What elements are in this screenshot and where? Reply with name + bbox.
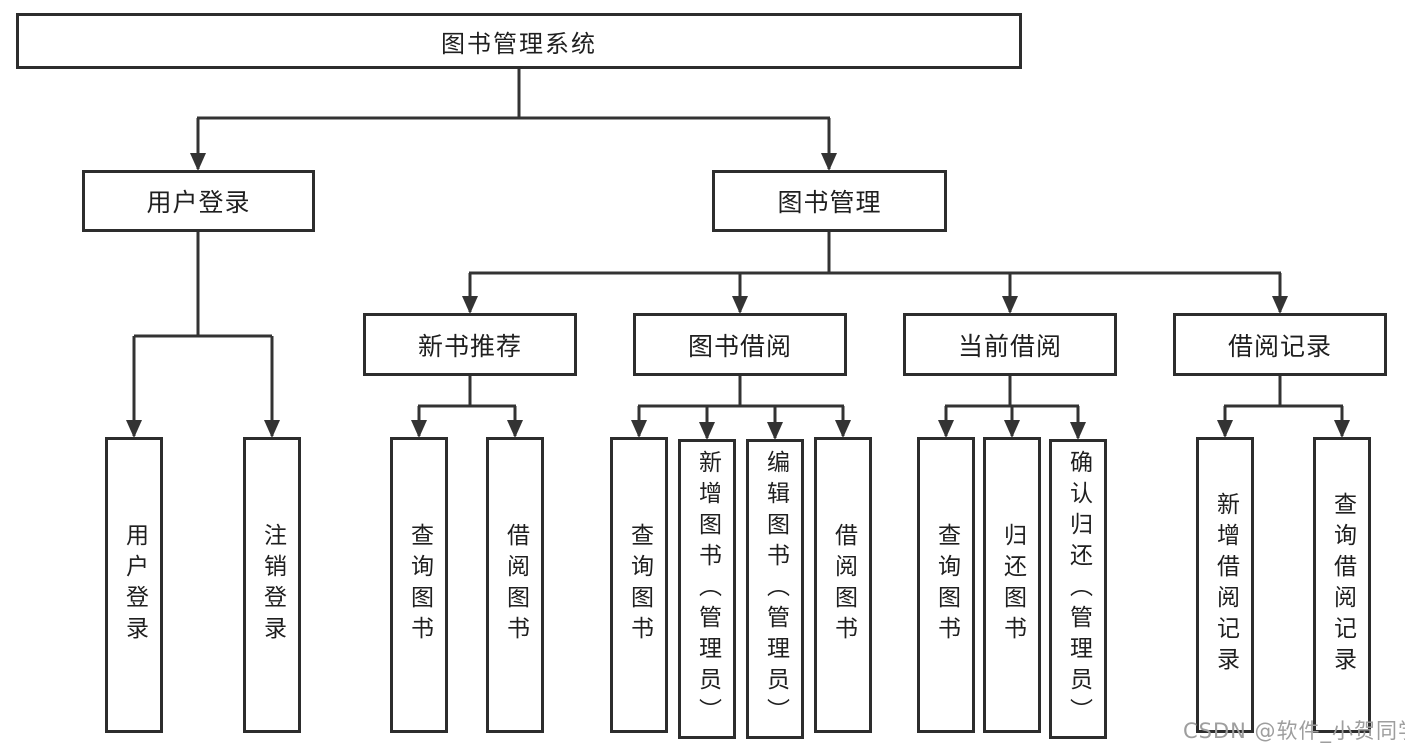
leaf-add-borrow-record: 新增借阅记录 (1196, 437, 1254, 733)
node-book-management: 图书管理 (712, 170, 947, 232)
leaf-query-books-current: 查询图书 (917, 437, 975, 733)
node-new-book-recommend: 新书推荐 (363, 313, 577, 376)
leaf-confirm-return-admin: 确认归还（管理员） (1049, 439, 1107, 739)
leaf-user-login: 用户登录 (105, 437, 163, 733)
leaf-logout: 注销登录 (243, 437, 301, 733)
leaf-query-books-borrow: 查询图书 (610, 437, 668, 733)
leaf-query-borrow-record: 查询借阅记录 (1313, 437, 1371, 733)
leaf-return-books: 归还图书 (983, 437, 1041, 733)
node-user-login: 用户登录 (82, 170, 315, 232)
node-library-management-system: 图书管理系统 (16, 13, 1022, 69)
leaf-borrow-books: 借阅图书 (814, 437, 872, 733)
node-current-borrow: 当前借阅 (903, 313, 1117, 376)
connector-skeleton (134, 69, 1343, 408)
leaf-edit-books-admin: 编辑图书（管理员） (746, 439, 804, 739)
leaf-query-books-recommend: 查询图书 (390, 437, 448, 733)
node-book-borrow: 图书借阅 (633, 313, 847, 376)
csdn-watermark: CSDN @软件_小贺同学 (1183, 719, 1405, 743)
leaf-borrow-books-recommend: 借阅图书 (486, 437, 544, 733)
node-borrow-record: 借阅记录 (1173, 313, 1387, 376)
leaf-add-books-admin: 新增图书（管理员） (678, 439, 736, 739)
